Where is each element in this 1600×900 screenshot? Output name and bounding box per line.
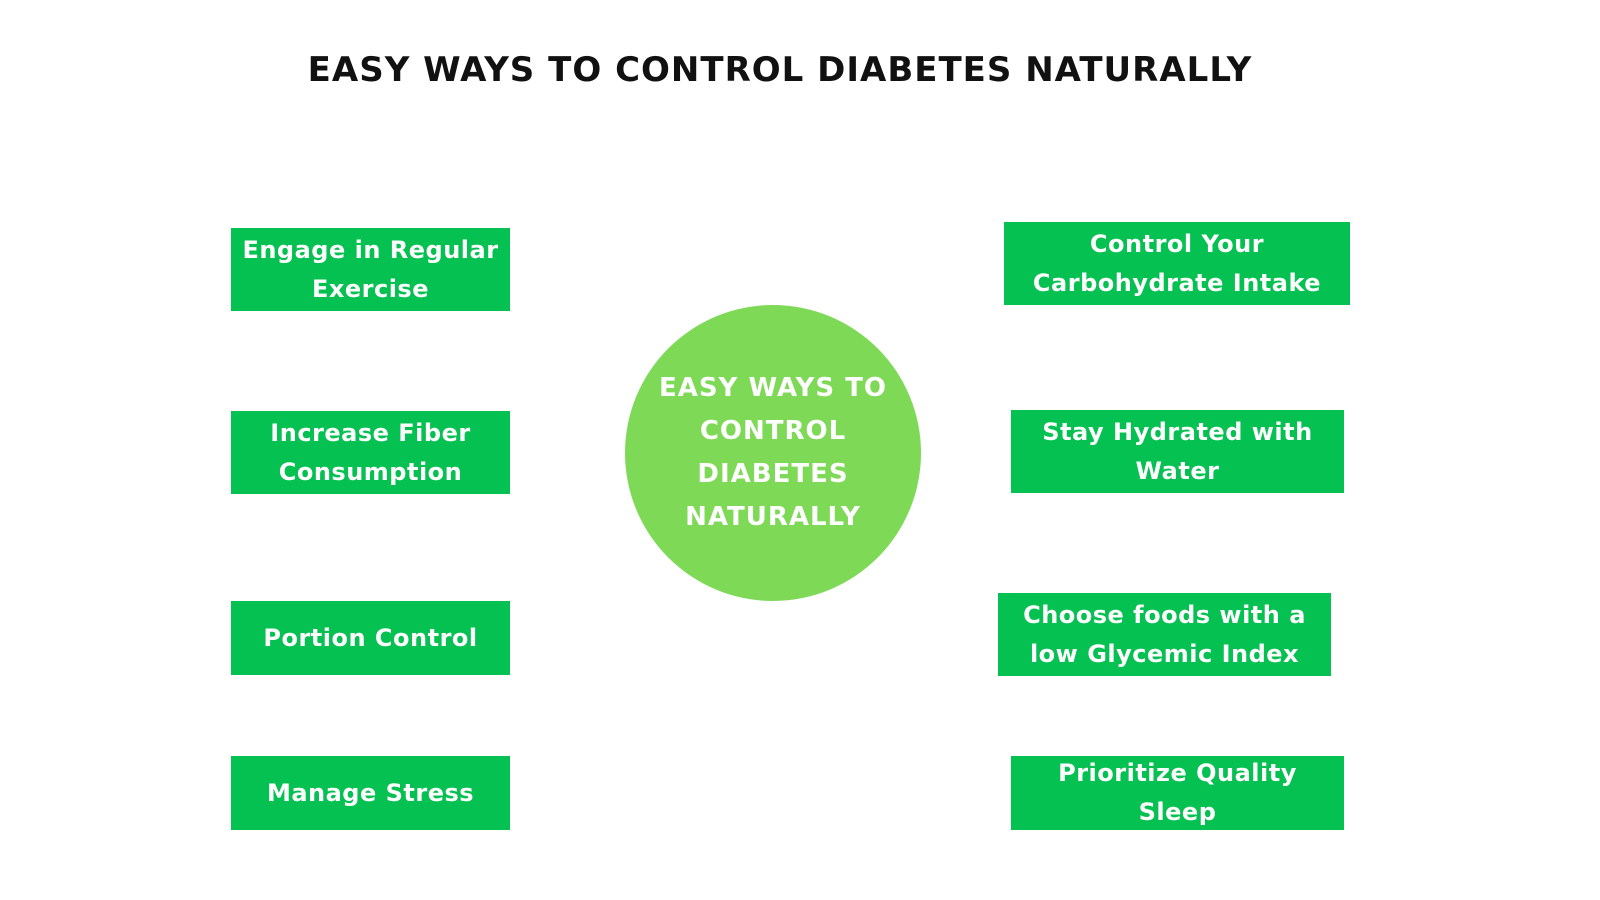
tip-label: Control Your Carbohydrate Intake <box>1032 229 1322 297</box>
tip-label: Engage in Regular Exercise <box>242 235 499 303</box>
tip-label: Stay Hydrated with Water <box>1042 417 1313 485</box>
tip-box-manage-stress: Manage Stress <box>231 756 510 830</box>
tip-label: Prioritize Quality Sleep <box>1058 759 1297 826</box>
tip-box-quality-sleep: Prioritize Quality Sleep <box>1011 756 1344 830</box>
tip-label: Portion Control <box>263 623 478 652</box>
tip-label: Choose foods with a low Glycemic Index <box>1023 600 1306 668</box>
tip-box-carbohydrate-intake: Control Your Carbohydrate Intake <box>1004 222 1350 305</box>
hub-label: EASY WAYS TO CONTROL DIABETES NATURALLY <box>658 373 888 532</box>
tip-box-portion-control: Portion Control <box>231 601 510 675</box>
tip-box-stay-hydrated: Stay Hydrated with Water <box>1011 410 1344 493</box>
page-title: EASY WAYS TO CONTROL DIABETES NATURALLY <box>307 50 1253 90</box>
tip-box-regular-exercise: Engage in Regular Exercise <box>231 228 510 311</box>
tip-label: Manage Stress <box>266 778 475 807</box>
tip-label: Increase Fiber Consumption <box>270 418 471 486</box>
central-hub-circle: EASY WAYS TO CONTROL DIABETES NATURALLY <box>625 305 921 601</box>
tip-box-low-glycemic-index: Choose foods with a low Glycemic Index <box>998 593 1331 676</box>
tip-box-fiber-consumption: Increase Fiber Consumption <box>231 411 510 494</box>
